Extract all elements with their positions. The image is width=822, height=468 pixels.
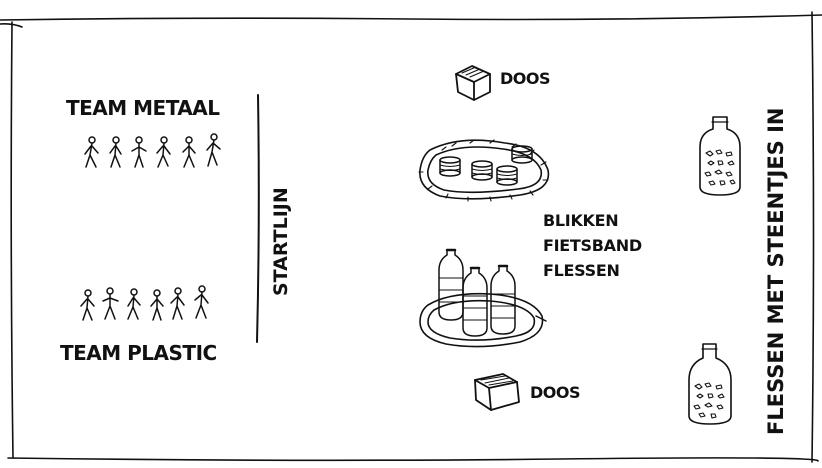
startline-label: STARTLIJN [270, 187, 292, 296]
box-label-top: DOOS [500, 69, 551, 88]
can-icon [496, 165, 518, 186]
person-icon [131, 136, 147, 168]
person-icon [182, 136, 196, 168]
can-icon [471, 160, 493, 181]
person-icon [127, 288, 141, 320]
person-icon [80, 289, 95, 321]
can-icon [439, 156, 461, 177]
stone-bottle-icon [699, 116, 741, 196]
team-plastic-players [80, 285, 209, 321]
person-icon [84, 136, 99, 168]
box-icon [474, 373, 520, 411]
person-icon [206, 133, 221, 167]
person-icon [156, 136, 171, 168]
plastic-bottle-icon [438, 248, 464, 321]
team-metaal-label: TEAM METAAL [66, 96, 220, 120]
bike-tire-icon [419, 292, 547, 348]
person-icon [109, 136, 122, 168]
person-icon [102, 287, 119, 320]
team-plastic-label: TEAM PLASTIC [60, 341, 217, 365]
person-icon [194, 285, 209, 319]
field-border [0, 11, 822, 463]
stone-bottle-icon [688, 343, 732, 425]
station-label-blikken: BLIKKEN [543, 211, 619, 230]
can-icon [511, 145, 533, 164]
bottles-with-stones-label: FLESSEN MET STEENTJES IN [764, 107, 788, 435]
box-icon [455, 65, 491, 101]
team-metaal-players [84, 133, 221, 168]
station-label-fietsband: FIETSBAND [543, 236, 642, 255]
person-icon [150, 289, 164, 321]
plastic-bottle-icon [462, 266, 488, 337]
station-list: BLIKKEN FIETSBAND FLESSEN [543, 208, 642, 283]
station-label-flessen: FLESSEN [543, 261, 620, 280]
box-label-bottom: DOOS [530, 383, 581, 402]
plastic-bottle-icon [490, 264, 516, 335]
start-line [256, 94, 260, 343]
person-icon [170, 287, 185, 320]
bike-tire-icon [418, 139, 550, 202]
